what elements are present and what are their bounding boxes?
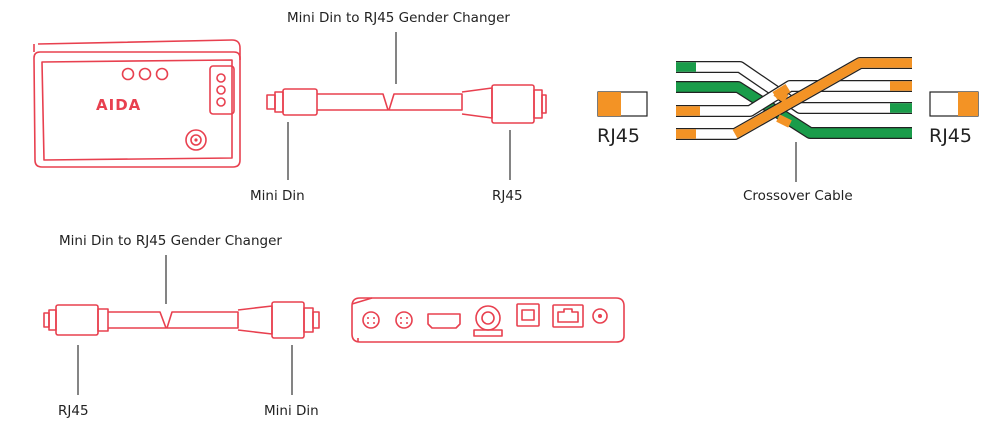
control-box-icon (351, 297, 625, 343)
device-brand-label: AIDA (96, 96, 142, 114)
top-rj45-label: RJ45 (492, 188, 523, 204)
bottom-minidin-label: Mini Din (264, 403, 319, 419)
crossover-cable-icon (597, 57, 979, 140)
bottom-gender-changer-icon (43, 301, 320, 339)
crossover-cable-label: Crossover Cable (743, 188, 853, 204)
aida-camera-icon (33, 39, 241, 168)
top-gender-changer-icon (266, 84, 547, 124)
top-changer-label: Mini Din to RJ45 Gender Changer (287, 10, 510, 26)
crossover-right-rj45-label: RJ45 (929, 125, 972, 147)
bottom-rj45-label: RJ45 (58, 403, 89, 419)
crossover-left-rj45-label: RJ45 (597, 125, 640, 147)
top-minidin-label: Mini Din (250, 188, 305, 204)
bottom-changer-label: Mini Din to RJ45 Gender Changer (59, 233, 282, 249)
